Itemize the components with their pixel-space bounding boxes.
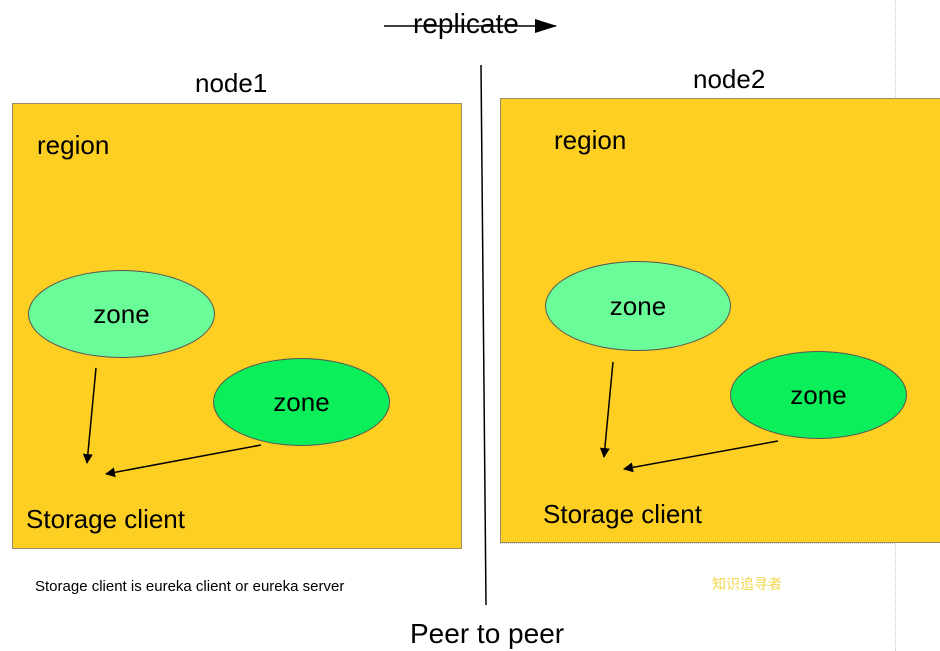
replicate-label: replicate [413, 8, 519, 39]
node1-title: node1 [195, 68, 268, 98]
node2-zone-b-label: zone [790, 379, 847, 410]
node2-zone-a-label: zone [609, 290, 667, 321]
node2-zone-a: zone [545, 261, 731, 351]
peer-to-peer-label: Peer to peer [410, 618, 565, 649]
node2-region-label: region [554, 125, 627, 155]
node1-zone-b-arrow [105, 444, 262, 478]
node1-region-label: region [37, 130, 110, 160]
node2-zone-b: zone [730, 351, 907, 439]
node2-zone-b-arrow [623, 440, 779, 473]
node1-region-box: region zone zone Storage client [12, 103, 462, 549]
watermark-text: 知识追寻者 [712, 577, 782, 593]
node2-zone-a-arrow [599, 361, 614, 458]
node1-storage-client-label: Storage client [26, 504, 185, 534]
node2-region-box: region zone zone Storage client [500, 98, 940, 543]
peer-divider-line [480, 64, 487, 606]
node1-zone-a: zone [28, 270, 215, 358]
node2-storage-client-label: Storage client [543, 499, 702, 529]
node2-title: node2 [693, 64, 766, 94]
node1-zone-b: zone [213, 358, 390, 446]
dotted-guide-line [500, 543, 895, 544]
node1-zone-a-label: zone [93, 298, 150, 329]
storage-client-note: Storage client is eureka client or eurek… [35, 578, 345, 595]
node1-zone-b-label: zone [273, 386, 330, 417]
node1-zone-a-arrow [82, 367, 97, 464]
